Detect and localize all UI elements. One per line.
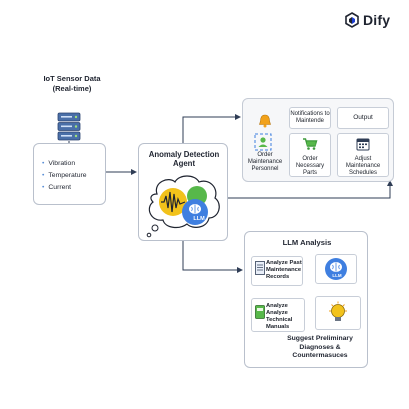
notifications-card: Notifications to Maintende [289, 107, 331, 129]
notifications-label-line1: Notifications to [290, 111, 330, 117]
llm-analysis-llm-card: LLM [315, 254, 357, 284]
order-personnel-card [247, 105, 283, 175]
dify-logo-text: Dify [363, 12, 391, 28]
output-label: Output [353, 114, 373, 121]
suggest-diagnoses-card [315, 296, 361, 330]
suggest-diagnoses-label: Suggest Preliminary Diagnoses & Counterm… [287, 335, 353, 359]
agent-title-line1: Anomaly Detection [148, 150, 220, 159]
brain-icon [325, 258, 347, 280]
llm-analysis-title: LLM Analysis [282, 238, 332, 247]
dify-logo-icon [345, 12, 359, 28]
order-personnel-label: Order Maintenance Personnel [247, 152, 283, 172]
iot-title: IoT Sensor Data (Real-time) [33, 74, 111, 94]
agent-title: Anomaly Detection Agent [139, 150, 229, 168]
thought-cloud-icon [146, 175, 220, 238]
dify-logo: Dify [345, 9, 403, 31]
llm-analysis-box: LLM Analysis Analyze Past Maintenance Re… [244, 231, 368, 368]
analyze-records-card: Analyze Past Maintenance Records [251, 256, 303, 286]
analyze-manuals-card: Analyze Analyze Technical Manuals [251, 298, 305, 332]
server-icon [57, 112, 81, 141]
document-icon [255, 261, 265, 275]
agent-llm-label: LLM [193, 216, 205, 222]
sensor-list: Vibration Temperature Current [42, 158, 87, 194]
cart-icon [303, 138, 318, 150]
maintenance-actions-group: Order Maintenance Personnel Notification… [242, 98, 394, 182]
bell-icon [259, 114, 271, 128]
book-icon [255, 305, 265, 319]
llm-analysis-llm-label: LLM [332, 273, 342, 278]
lightbulb-icon [329, 301, 347, 321]
qr-person-icon [251, 123, 275, 151]
sensor-temperature: Temperature [42, 170, 86, 182]
brain-icon [189, 204, 201, 214]
calendar-icon [356, 138, 370, 151]
order-parts-card: Order Necessary Parts [289, 133, 331, 177]
anomaly-detection-agent-box: Anomaly Detection Agent LLM [138, 143, 228, 241]
output-card: Output [337, 107, 389, 129]
notifications-label-line2: Maintende [295, 118, 325, 124]
agent-title-line2: Agent [172, 159, 196, 168]
adjust-schedules-card: Adjust Maintenance Schedules [337, 133, 389, 177]
arrow-agent-to-actions [182, 114, 241, 143]
sensor-vibration: Vibration [42, 158, 87, 170]
iot-sensor-box: Vibration Temperature Current [33, 143, 106, 205]
arrow-agent-to-llm [182, 241, 243, 273]
iot-title-line2: (Real-time) [52, 84, 92, 93]
iot-title-line1: IoT Sensor Data [43, 74, 101, 83]
sensor-current: Current [42, 182, 87, 194]
